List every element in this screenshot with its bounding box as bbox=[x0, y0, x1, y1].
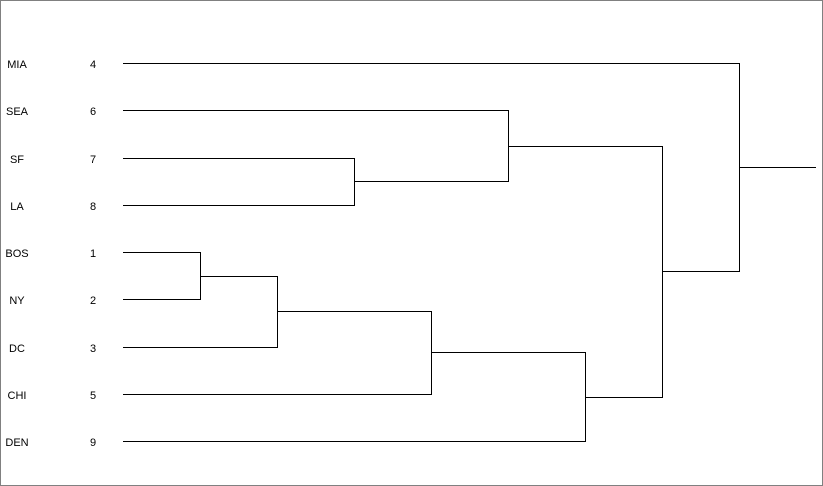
seed-label-dc: 3 bbox=[89, 343, 97, 355]
seed-label-mia: 4 bbox=[89, 59, 97, 71]
merge-bracket-m3 bbox=[123, 158, 355, 206]
seed-label-ny: 2 bbox=[89, 295, 97, 307]
team-label-ny: NY bbox=[9, 295, 25, 307]
seed-label-sea: 6 bbox=[89, 106, 97, 118]
seed-label-chi: 5 bbox=[89, 390, 97, 402]
merge-bracket-m6 bbox=[123, 352, 586, 442]
seed-label-bos: 1 bbox=[89, 248, 97, 260]
team-label-chi: CHI bbox=[7, 390, 27, 402]
merge-bracket-m1 bbox=[123, 252, 201, 300]
team-label-dc: DC bbox=[9, 343, 25, 355]
team-label-den: DEN bbox=[5, 437, 29, 449]
seed-label-la: 8 bbox=[89, 201, 97, 213]
seed-label-sf: 7 bbox=[89, 154, 97, 166]
merge-bracket-m8 bbox=[123, 63, 740, 272]
team-label-mia: MIA bbox=[7, 59, 27, 71]
seed-label-den: 9 bbox=[89, 437, 97, 449]
team-label-sf: SF bbox=[9, 154, 25, 166]
team-label-bos: BOS bbox=[5, 248, 29, 260]
team-label-sea: SEA bbox=[5, 106, 28, 118]
merge-bracket-m5 bbox=[123, 110, 509, 182]
team-label-la: LA bbox=[10, 201, 24, 213]
